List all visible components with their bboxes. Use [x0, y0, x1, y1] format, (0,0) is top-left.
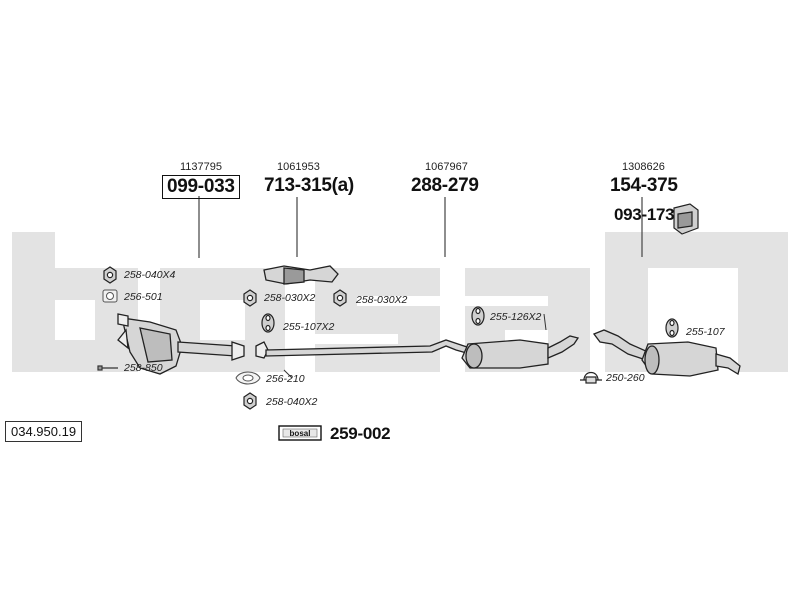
clamp-icon: [580, 371, 602, 384]
oem-number: 1067967: [425, 161, 468, 173]
nut-icon: [243, 392, 257, 410]
accessory-code[interactable]: 258-030X2: [356, 294, 408, 306]
accessory-code[interactable]: 258-040X2: [266, 396, 318, 408]
front-pipe: [263, 265, 339, 285]
mounting-kit-logo: bosal: [278, 425, 322, 441]
bolt-icon: [97, 365, 118, 371]
mounting-kit-part-number[interactable]: 259-002: [330, 424, 391, 443]
accessory-code[interactable]: 250-260: [606, 372, 645, 384]
part-number[interactable]: 288-279: [411, 175, 479, 196]
rear-silencer: [592, 329, 741, 377]
nut-icon: [333, 289, 347, 307]
gasket-icon: [102, 289, 118, 303]
accessory-code[interactable]: 255-126X2: [490, 311, 542, 323]
rubber-hanger-icon: [261, 313, 275, 333]
accessory-code[interactable]: 258-850: [124, 362, 163, 374]
diagram-reference-number: 034.950.19: [5, 421, 83, 442]
part-number[interactable]: 099-033: [162, 175, 240, 199]
nut-icon: [243, 289, 257, 307]
accessory-code[interactable]: 258-040X4: [124, 269, 176, 281]
oem-number: 1061953: [277, 161, 320, 173]
part-number[interactable]: 154-375: [610, 175, 678, 196]
middle-pipe: [255, 335, 580, 369]
rubber-hanger-icon: [471, 306, 485, 326]
bracket-icon: [673, 203, 699, 235]
part-number[interactable]: 713-315(a): [264, 175, 354, 196]
accessory-code[interactable]: 255-107X2: [283, 321, 335, 333]
accessory-code[interactable]: 258-030X2: [264, 292, 316, 304]
mounting-kit-brand: bosal: [290, 429, 311, 438]
leader-lines: [198, 196, 643, 258]
oem-number: 1308626: [622, 161, 665, 173]
accessory-code[interactable]: 256-210: [266, 373, 305, 385]
pointer-ticks: [283, 313, 547, 379]
oem-number: 1137795: [180, 161, 223, 173]
accessory-code[interactable]: 255-107: [686, 326, 725, 338]
nut-icon: [103, 266, 117, 284]
accessory-code[interactable]: 256-501: [124, 291, 163, 303]
bracket-part-number[interactable]: 093-173: [614, 205, 675, 224]
catalytic-converter: [117, 313, 245, 375]
rubber-hanger-icon: [665, 318, 679, 338]
gasket-icon: [235, 371, 261, 385]
